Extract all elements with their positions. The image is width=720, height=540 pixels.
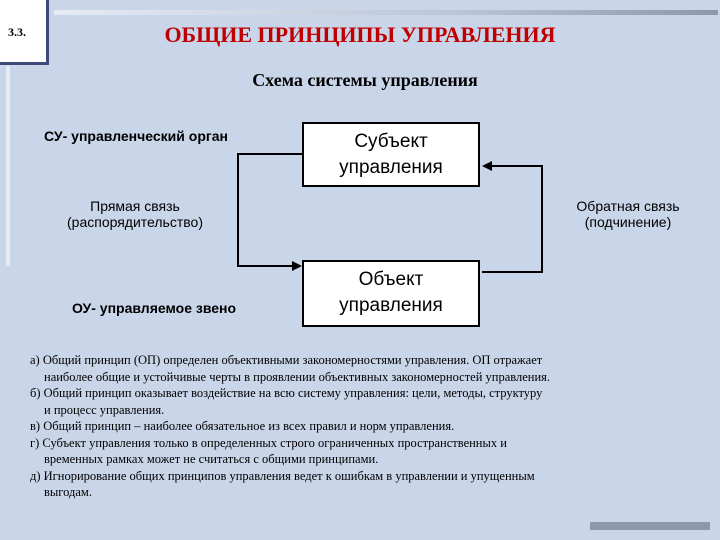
subject-box: Субъект управления xyxy=(302,122,480,187)
feedback-link-arrow xyxy=(482,161,543,273)
slide-number-box xyxy=(0,0,49,65)
note-line: и процесс управления. xyxy=(44,402,165,417)
direct-link-label: Прямая связь (распорядительство) xyxy=(40,198,230,230)
subject-box-line2: управления xyxy=(339,157,443,178)
note-line: б) Общий принцип оказывает воздействие н… xyxy=(30,386,543,400)
direct-link-line2: (распорядительство) xyxy=(67,214,203,230)
feedback-link-label: Обратная связь (подчинение) xyxy=(548,198,708,230)
bottom-accent-bar xyxy=(590,522,710,530)
subject-box-line1: Субъект xyxy=(354,131,428,152)
note-line: наиболее общие и устойчивые черты в проя… xyxy=(44,369,551,384)
feedback-link-line1: Обратная связь xyxy=(576,198,680,214)
direct-link-line1: Прямая связь xyxy=(90,198,180,214)
note-line: выгодам. xyxy=(44,485,92,499)
note-line: г) Субъект управления только в определен… xyxy=(30,435,507,450)
note-line: в) Общий принцип – наиболее обязательное… xyxy=(30,419,455,433)
direct-link-arrow xyxy=(237,153,302,271)
ou-label: ОУ- управляемое звено xyxy=(72,300,237,316)
note-line: д) Игнорирование общих принципов управле… xyxy=(30,468,535,483)
slide-number: 3.3. xyxy=(8,25,26,39)
object-box-line1: Объект xyxy=(358,269,424,290)
feedback-link-line2: (подчинение) xyxy=(584,214,672,230)
top-accent-bar xyxy=(54,10,718,15)
diagram-subtitle: Схема системы управления xyxy=(252,70,478,90)
slide-title: ОБЩИЕ ПРИНЦИПЫ УПРАВЛЕНИЯ xyxy=(164,22,556,47)
principles-notes: а) Общий принцип (ОП) определен объектив… xyxy=(30,352,710,501)
left-accent-bar xyxy=(6,66,10,266)
object-box: Объект управления xyxy=(302,260,480,327)
note-line: а) Общий принцип (ОП) определен объектив… xyxy=(30,353,543,367)
note-line: временных рамках может не считаться с об… xyxy=(44,452,379,466)
su-label: СУ- управленческий орган xyxy=(44,128,228,144)
object-box-line2: управления xyxy=(339,295,443,316)
